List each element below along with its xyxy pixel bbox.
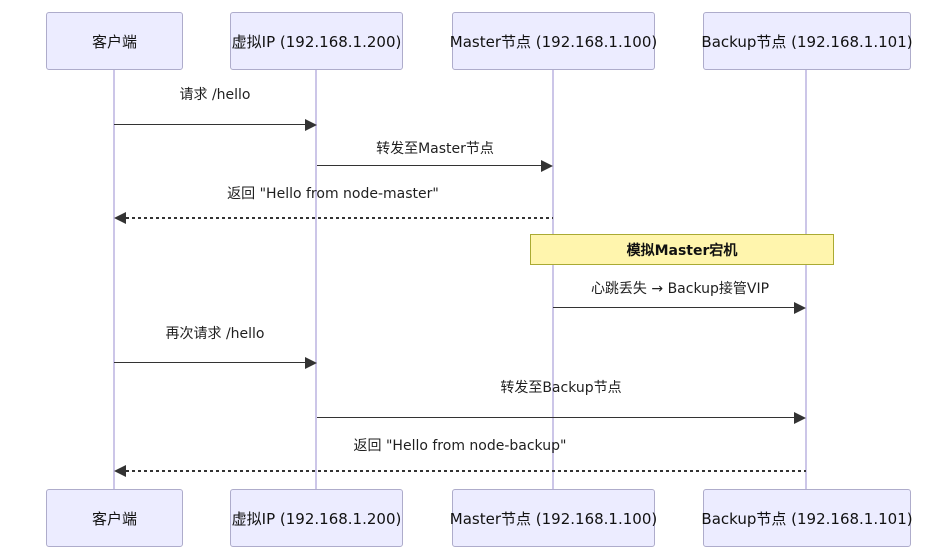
message-label: 转发至Backup节点 <box>500 380 622 396</box>
actor-label: 客户端 <box>91 509 137 528</box>
actor-label: 虚拟IP (192.168.1.200) <box>231 509 402 528</box>
message-line <box>114 124 305 125</box>
note-label: 模拟Master宕机 <box>626 242 738 259</box>
lifeline-master <box>552 70 554 489</box>
actor-client-top: 客户端 <box>46 12 183 70</box>
actor-master-top: Master节点 (192.168.1.100) <box>449 12 658 70</box>
actor-label: Backup节点 (192.168.1.101) <box>701 509 913 528</box>
actor-label: Backup节点 (192.168.1.101) <box>701 32 913 51</box>
actor-label: Master节点 (192.168.1.100) <box>449 32 658 51</box>
arrowhead-right-icon <box>305 357 317 369</box>
lifeline-vip <box>315 70 317 489</box>
arrowhead-right-icon <box>541 160 553 172</box>
actor-backup-top: Backup节点 (192.168.1.101) <box>701 12 913 70</box>
actor-label: 客户端 <box>91 32 137 51</box>
actor-vip-bottom: 虚拟IP (192.168.1.200) <box>230 489 403 547</box>
actor-vip-top: 虚拟IP (192.168.1.200) <box>230 12 403 70</box>
message-label: 转发至Master节点 <box>376 141 494 157</box>
actor-label: 虚拟IP (192.168.1.200) <box>231 32 402 51</box>
message-line <box>553 307 794 308</box>
message-label: 再次请求 /hello <box>165 326 265 342</box>
message-line <box>317 165 541 166</box>
arrowhead-right-icon <box>794 412 806 424</box>
arrowhead-right-icon <box>305 119 317 131</box>
actor-client-bottom: 客户端 <box>46 489 183 547</box>
message-label: 返回 "Hello from node-master" <box>227 186 439 202</box>
note-simulate-master-down: 模拟Master宕机 <box>530 234 834 265</box>
actor-label: Master节点 (192.168.1.100) <box>449 509 658 528</box>
lifeline-backup <box>805 70 807 489</box>
arrowhead-left-icon <box>114 465 126 477</box>
arrowhead-left-icon <box>114 212 126 224</box>
message-label: 请求 /hello <box>179 87 251 103</box>
actor-backup-bottom: Backup节点 (192.168.1.101) <box>701 489 913 547</box>
message-label: 心跳丢失 → Backup接管VIP <box>590 281 770 297</box>
actor-master-bottom: Master节点 (192.168.1.100) <box>449 489 658 547</box>
arrowhead-right-icon <box>794 302 806 314</box>
message-line <box>126 470 806 472</box>
message-line <box>114 362 305 363</box>
message-line <box>126 217 553 219</box>
lifeline-client <box>113 70 115 489</box>
message-label: 返回 "Hello from node-backup" <box>353 438 567 454</box>
message-line <box>317 417 794 418</box>
